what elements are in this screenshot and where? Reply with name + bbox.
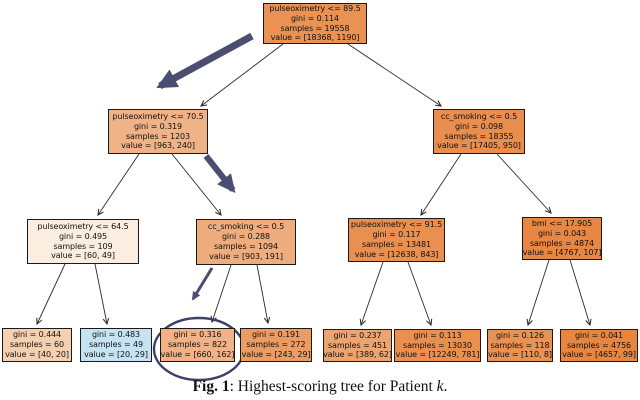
edge-node-l-node-ll	[97, 153, 140, 216]
node-line: value = [963, 240]	[121, 141, 195, 151]
node-line: cc_smoking <= 0.5	[440, 111, 518, 121]
node-line: pulseoximetry <= 89.5	[269, 3, 361, 13]
edge-node-ll-leaf-2	[94, 263, 110, 326]
node-line: samples = 4874	[529, 238, 594, 248]
node-line: value = [243, 29]	[241, 349, 311, 359]
node-line: value = [12638, 843]	[354, 249, 439, 259]
node-line: gini = 0.098	[454, 121, 504, 131]
node-line: samples = 1094	[213, 242, 278, 251]
node-line: gini = 0.316	[173, 330, 222, 340]
edge-node-l-node-lr	[171, 153, 222, 216]
annotation-arrow-3	[191, 267, 214, 301]
node-line: value = [660, 162]	[160, 349, 235, 359]
node-line: pulseoximetry <= 70.5	[112, 111, 204, 121]
node-line: bmi <= 17.905	[531, 218, 593, 228]
node-line: samples = 13481	[362, 240, 431, 249]
node-line: samples = 49	[88, 340, 144, 350]
node-line: gini = 0.319	[133, 121, 183, 131]
node-line: gini = 0.126	[495, 330, 545, 340]
node-line: value = [20, 29]	[84, 349, 148, 359]
node-line: cc_smoking <= 0.5	[207, 222, 285, 232]
node-line: pulseoximetry <= 64.5	[37, 221, 129, 231]
edge-node-ll-leaf-1	[36, 263, 66, 326]
node-line: gini = 0.114	[290, 13, 340, 23]
node-line: gini = 0.113	[413, 330, 462, 340]
node-line: samples = 272	[246, 340, 306, 350]
node-line: gini = 0.191	[251, 330, 301, 340]
node-line: value = [40, 20]	[5, 349, 69, 359]
node-line: value = [12249, 781]	[395, 350, 480, 360]
node-line: samples = 60	[9, 340, 65, 350]
node-line: value = [4657, 99]	[562, 350, 636, 360]
caption-separator: :	[229, 378, 238, 395]
edge-node-rl-leaf-5	[359, 261, 384, 327]
node-line: value = [60, 49]	[51, 251, 115, 261]
node-line: samples = 1203	[125, 131, 190, 141]
edge-root-node-r	[347, 43, 442, 107]
edge-node-lr-leaf-4	[256, 264, 271, 325]
node-line: samples = 18355	[444, 131, 514, 141]
edge-root-node-l	[200, 43, 284, 107]
node-line: pulseoximetry <= 91.5	[350, 220, 443, 230]
node-line: value = [17405, 950]	[437, 141, 521, 151]
node-line: value = [4767, 107]	[522, 248, 602, 258]
caption-text: Highest-scoring tree for Patient	[237, 378, 437, 395]
node-line: samples = 109	[53, 241, 113, 251]
node-line: value = [903, 191]	[209, 251, 283, 261]
figure-caption: Fig. 1: Highest-scoring tree for Patient…	[0, 378, 640, 396]
node-line: gini = 0.043	[537, 228, 587, 238]
edge-node-r-node-rr	[496, 153, 552, 214]
node-line: gini = 0.117	[372, 230, 421, 240]
node-line: samples = 13030	[403, 340, 472, 350]
edge-node-rl-leaf-6	[407, 261, 433, 327]
node-line: value = [389, 62]	[323, 350, 392, 360]
node-line: gini = 0.041	[574, 330, 624, 340]
node-line: samples = 118	[490, 340, 550, 350]
node-line: gini = 0.483	[91, 330, 141, 340]
node-line: gini = 0.237	[333, 330, 382, 340]
tree-edges	[36, 43, 592, 327]
node-line: gini = 0.288	[221, 232, 271, 242]
edge-node-rr-leaf-8	[569, 259, 592, 327]
node-line: gini = 0.495	[58, 231, 108, 241]
caption-period: .	[443, 378, 448, 395]
node-line: samples = 822	[167, 340, 227, 350]
edge-node-r-node-rl	[420, 153, 462, 216]
caption-variable: k	[436, 378, 444, 395]
annotation-arrow-1	[156, 32, 254, 90]
node-line: samples = 4756	[566, 340, 631, 350]
annotation-arrow-2	[203, 154, 236, 194]
edge-node-lr-leaf-3	[210, 264, 232, 324]
edge-node-rr-leaf-7	[526, 259, 550, 327]
caption-label: Fig. 1	[192, 378, 230, 395]
node-line: value = [110, 8]	[488, 350, 552, 360]
node-line: gini = 0.444	[12, 330, 62, 340]
node-line: samples = 451	[327, 340, 387, 350]
node-line: samples = 19558	[280, 23, 350, 33]
node-line: value = [18368, 1190]	[270, 33, 360, 43]
